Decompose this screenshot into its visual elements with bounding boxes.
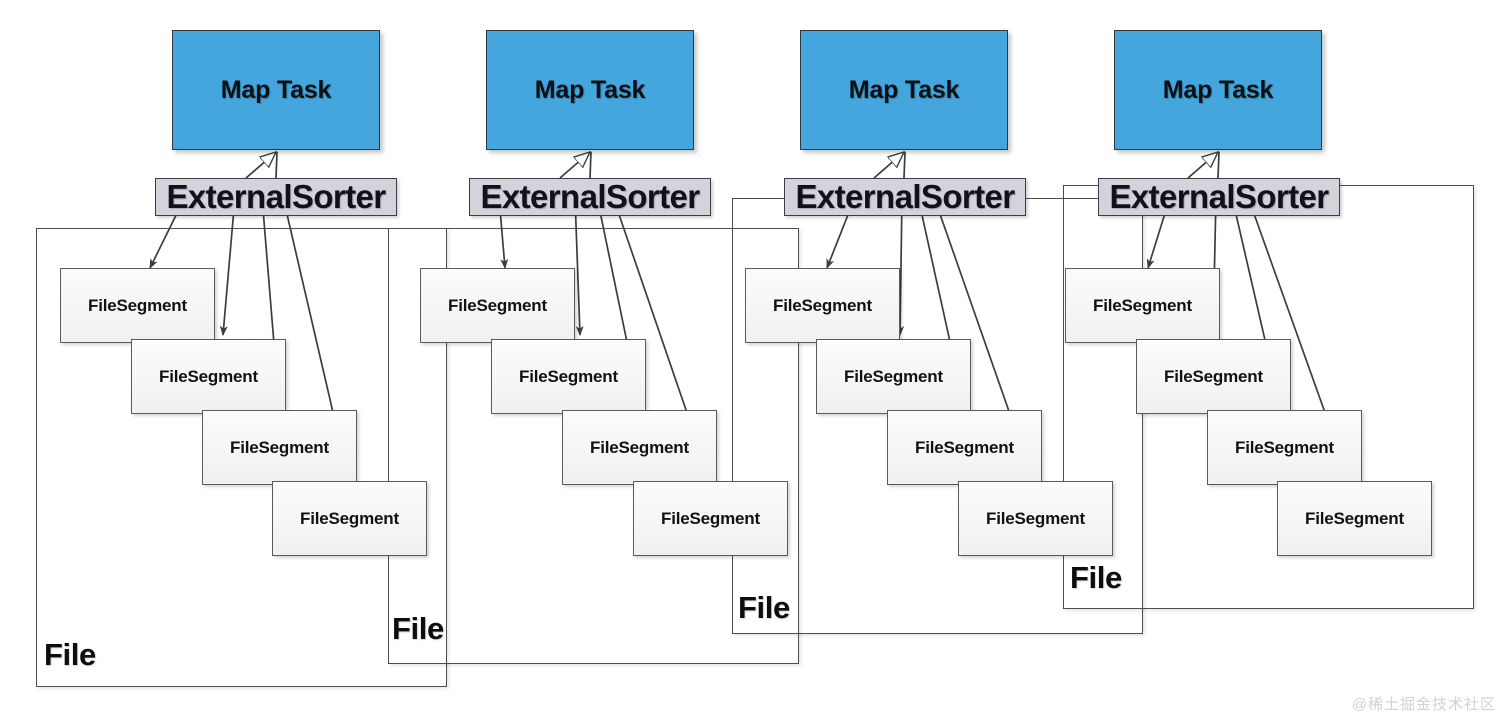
file-segment-label: FileSegment bbox=[773, 295, 872, 315]
external-sorter-label: ExternalSorter bbox=[1109, 178, 1329, 215]
file-segment-4-1[interactable]: FileSegment bbox=[1065, 268, 1220, 343]
file-segment-1-1[interactable]: FileSegment bbox=[60, 268, 215, 343]
file-label-4: File bbox=[1070, 560, 1122, 595]
file-label-2: File bbox=[392, 611, 444, 646]
file-segment-label: FileSegment bbox=[661, 508, 760, 528]
file-segment-4-2[interactable]: FileSegment bbox=[1136, 339, 1291, 414]
file-segment-label: FileSegment bbox=[159, 366, 258, 386]
file-boundary-2 bbox=[388, 228, 799, 664]
file-segment-label: FileSegment bbox=[448, 295, 547, 315]
watermark: @稀土掘金技术社区 bbox=[1351, 696, 1496, 713]
file-segment-3-4[interactable]: FileSegment bbox=[958, 481, 1113, 556]
file-label-3: File bbox=[738, 590, 790, 625]
file-segment-2-4[interactable]: FileSegment bbox=[633, 481, 788, 556]
file-segment-3-3[interactable]: FileSegment bbox=[887, 410, 1042, 485]
file-segment-label: FileSegment bbox=[986, 508, 1085, 528]
file-segment-4-3[interactable]: FileSegment bbox=[1207, 410, 1362, 485]
file-segment-label: FileSegment bbox=[230, 437, 329, 457]
map-task-label: Map Task bbox=[1162, 75, 1274, 104]
map-task-3[interactable]: Map Task bbox=[800, 30, 1008, 150]
file-segment-label: FileSegment bbox=[590, 437, 689, 457]
external-sorter-label: ExternalSorter bbox=[480, 178, 700, 215]
file-segment-2-2[interactable]: FileSegment bbox=[491, 339, 646, 414]
map-task-4[interactable]: Map Task bbox=[1114, 30, 1322, 150]
map-task-label: Map Task bbox=[848, 75, 960, 104]
file-segment-4-4[interactable]: FileSegment bbox=[1277, 481, 1432, 556]
map-task-label: Map Task bbox=[220, 75, 332, 104]
external-sorter-3[interactable]: ExternalSorter bbox=[784, 178, 1026, 216]
file-segment-label: FileSegment bbox=[1093, 295, 1192, 315]
external-sorter-2[interactable]: ExternalSorter bbox=[469, 178, 711, 216]
map-task-1[interactable]: Map Task bbox=[172, 30, 380, 150]
file-segment-label: FileSegment bbox=[519, 366, 618, 386]
file-segment-label: FileSegment bbox=[300, 508, 399, 528]
file-segment-2-1[interactable]: FileSegment bbox=[420, 268, 575, 343]
file-segment-3-1[interactable]: FileSegment bbox=[745, 268, 900, 343]
file-boundary-1 bbox=[36, 228, 447, 687]
file-segment-label: FileSegment bbox=[88, 295, 187, 315]
file-segment-2-3[interactable]: FileSegment bbox=[562, 410, 717, 485]
file-segment-3-2[interactable]: FileSegment bbox=[816, 339, 971, 414]
external-sorter-label: ExternalSorter bbox=[795, 178, 1015, 215]
file-segment-label: FileSegment bbox=[844, 366, 943, 386]
file-segment-label: FileSegment bbox=[1305, 508, 1404, 528]
file-segment-label: FileSegment bbox=[1164, 366, 1263, 386]
external-sorter-1[interactable]: ExternalSorter bbox=[155, 178, 397, 216]
file-segment-label: FileSegment bbox=[915, 437, 1014, 457]
file-segment-1-3[interactable]: FileSegment bbox=[202, 410, 357, 485]
file-segment-1-2[interactable]: FileSegment bbox=[131, 339, 286, 414]
external-sorter-label: ExternalSorter bbox=[166, 178, 386, 215]
map-task-label: Map Task bbox=[534, 75, 646, 104]
external-sorter-4[interactable]: ExternalSorter bbox=[1098, 178, 1340, 216]
file-segment-1-4[interactable]: FileSegment bbox=[272, 481, 427, 556]
file-segment-label: FileSegment bbox=[1235, 437, 1334, 457]
map-task-2[interactable]: Map Task bbox=[486, 30, 694, 150]
file-label-1: File bbox=[44, 637, 96, 672]
